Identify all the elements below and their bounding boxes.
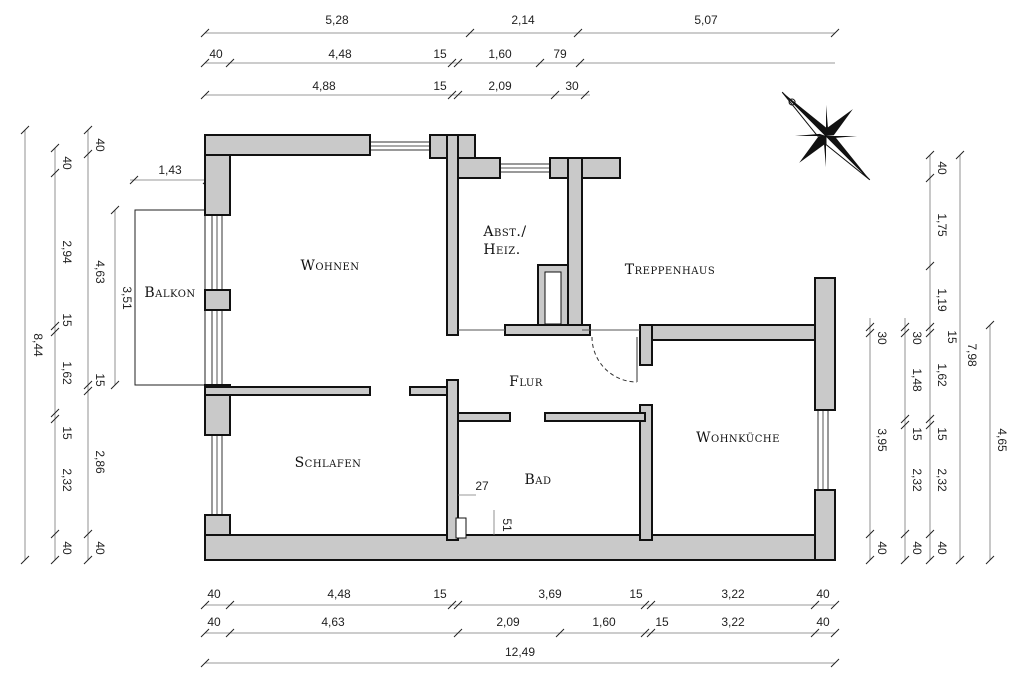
dim-label: 4,48	[328, 47, 352, 61]
door-swing	[591, 336, 638, 383]
dim-label: 5,07	[694, 13, 718, 27]
dim-label: 40	[60, 156, 74, 170]
compass-rose-icon	[781, 91, 871, 181]
dim-label: 15	[60, 313, 74, 327]
room-label-balkon: Balkon	[144, 285, 195, 301]
dim-label: 15	[60, 426, 74, 440]
dim-label: 15	[433, 79, 447, 93]
dim-label: 4,63	[321, 615, 345, 629]
dim-label: 30	[875, 331, 889, 345]
dim-label: 3,95	[875, 428, 889, 452]
dim-label: 2,32	[60, 468, 74, 492]
bad-small-dims: 27 51	[458, 479, 514, 535]
room-label-bad: Bad	[524, 472, 551, 488]
dim-label: 3,69	[538, 587, 562, 601]
dim-label: 4,48	[327, 587, 351, 601]
dim-label: 79	[553, 47, 567, 61]
room-label-heiz: Heiz.	[483, 242, 520, 258]
dim-label: 4,65	[995, 428, 1009, 452]
dim-label: 40	[93, 541, 107, 555]
dim-label: 4,63	[93, 260, 107, 284]
dim-label: 15	[433, 47, 447, 61]
dim-label: 2,14	[511, 13, 535, 27]
dim-label: 40	[910, 541, 924, 555]
dim-label: 51	[500, 518, 514, 532]
left-dimensions: 8,44 40 2,94 15 1,62 15 2,32 40 40 4,63 …	[20, 125, 212, 565]
room-label-treppenhaus: Treppenhaus	[625, 262, 715, 278]
dim-label: 3,51	[120, 286, 134, 310]
dim-label: 1,62	[935, 363, 949, 387]
dim-label: 2,09	[488, 79, 512, 93]
room-label-abst: Abst./	[482, 224, 526, 240]
dim-label: 1,62	[60, 361, 74, 385]
top-dimensions: 5,28 2,14 5,07 40 4,48 15 1,60 79 4,88 1…	[200, 13, 840, 100]
dim-label: 2,32	[910, 468, 924, 492]
dim-label: 8,44	[31, 333, 45, 357]
dim-label: 40	[875, 541, 889, 555]
dim-label: 4,88	[312, 79, 336, 93]
dim-label: 2,09	[496, 615, 520, 629]
dim-label: 15	[629, 587, 643, 601]
dim-label: 1,60	[488, 47, 512, 61]
dim-label: 15	[433, 587, 447, 601]
dim-label: 12,49	[505, 645, 535, 659]
right-dimensions: 30 3,95 40 30 1,48 15 2,32 40 40 1,75 1,…	[865, 150, 1009, 565]
dim-label: 3,22	[721, 615, 745, 629]
dim-label: 1,60	[592, 615, 616, 629]
bottom-dimensions: 40 4,48 15 3,69 15 3,22 40 40 4,63 2,09 …	[200, 587, 840, 668]
dim-label: 15	[945, 330, 959, 344]
dim-label: 1,48	[910, 368, 924, 392]
dim-label: 15	[655, 615, 669, 629]
room-label-flur: Flur	[509, 374, 543, 390]
dim-label: 27	[475, 479, 489, 493]
dim-label: 2,32	[935, 468, 949, 492]
dim-label: 40	[207, 615, 221, 629]
dim-label: 40	[60, 541, 74, 555]
dim-label: 40	[816, 587, 830, 601]
dim-label: 40	[935, 541, 949, 555]
dim-label: 1,75	[935, 213, 949, 237]
room-label-schlafen: Schlafen	[295, 455, 362, 471]
dim-label: 15	[935, 427, 949, 441]
dim-label: 30	[910, 331, 924, 345]
dim-label: 1,43	[158, 163, 182, 177]
dim-label: 40	[816, 615, 830, 629]
dim-label: 30	[565, 79, 579, 93]
dim-label: 2,86	[93, 450, 107, 474]
dim-label: 5,28	[325, 13, 349, 27]
balcony	[134, 209, 206, 386]
dim-label: 40	[93, 138, 107, 152]
dim-label: 3,22	[721, 587, 745, 601]
dim-label: 2,94	[60, 240, 74, 264]
dim-label: 1,19	[935, 288, 949, 312]
dim-label: 15	[910, 427, 924, 441]
room-label-wohnen: Wohnen	[300, 258, 359, 274]
room-label-wohnkueche: Wohnküche	[696, 430, 780, 446]
dim-label: 40	[935, 161, 949, 175]
dim-label: 7,98	[965, 343, 979, 367]
dim-label: 15	[93, 373, 107, 387]
dim-label: 40	[209, 47, 223, 61]
walls	[204, 134, 836, 561]
dim-label: 40	[207, 587, 221, 601]
